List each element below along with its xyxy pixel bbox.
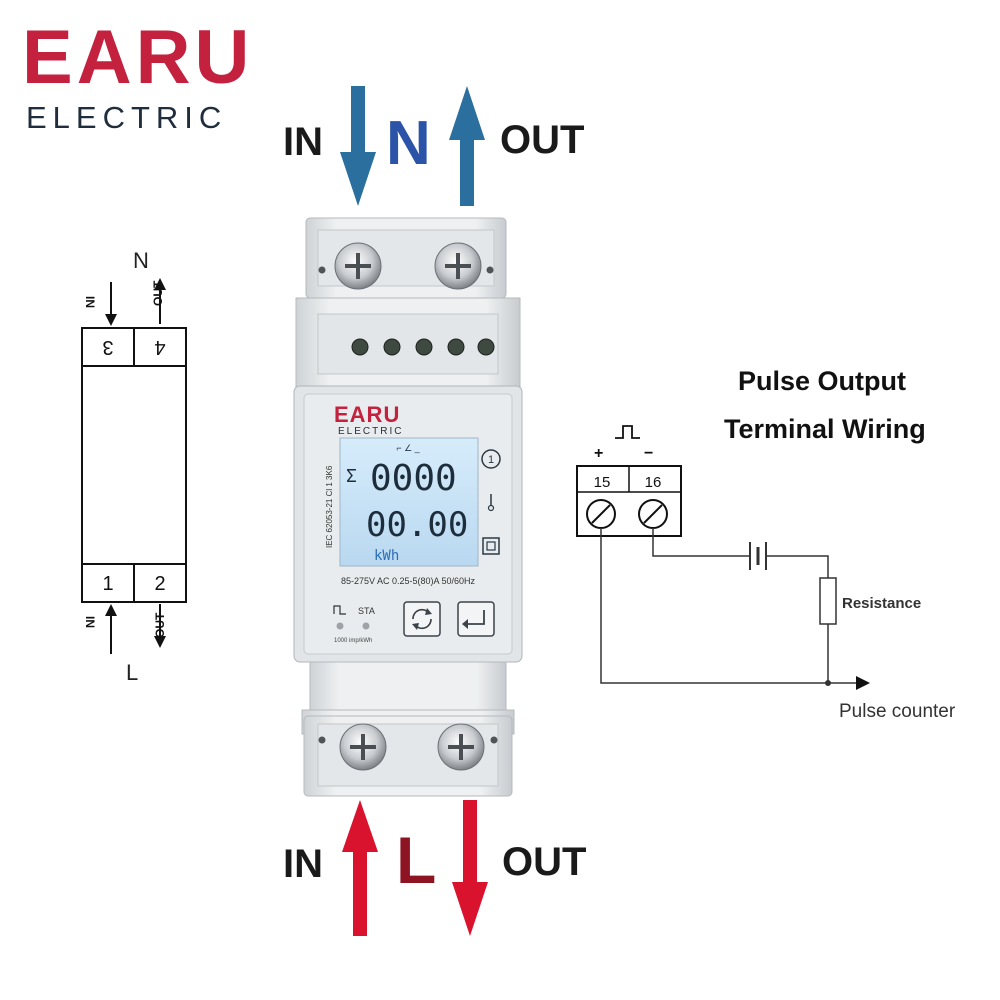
terminal-diagram: N IN OUT 3 4 1 2 IN OUT L [81, 248, 187, 685]
terminal-diagram-bottom-conductor: L [126, 660, 138, 685]
pulse-terminal-screws [351, 338, 495, 356]
terminal-diagram-n-in: IN [83, 296, 97, 308]
lcd-display: ⌐ ∠ _ Σ 0000 00.00 kWh [339, 437, 479, 567]
brand-logo: EARU ELECTRIC [22, 15, 272, 134]
enter-button[interactable] [457, 601, 495, 637]
plus-label: + [594, 445, 603, 462]
live-in-arrow [342, 800, 378, 936]
svg-text:⌐ ∠ _: ⌐ ∠ _ [396, 443, 420, 453]
live-out-label: OUT [502, 840, 587, 884]
lcd-sigma: Σ [346, 466, 357, 487]
terminal-1-label: 1 [102, 573, 113, 595]
meter-standard-text: IEC 62053-21 Cl 1 3K6 [325, 465, 334, 548]
phase-indicator-icon: 1 [481, 449, 501, 469]
pulse-counter-arrow [856, 676, 870, 690]
brand-subname: ELECTRIC [26, 100, 228, 135]
lcd-reading-top: 0000 [370, 458, 457, 499]
terminal-screw-4 [434, 242, 482, 290]
pulse-constant: 1000 imp/kWh [334, 638, 372, 644]
terminal-diagram-n-out: OUT [151, 280, 165, 306]
pulse-wiring-title-line1: Pulse Output [738, 366, 906, 396]
terminal-screw-1 [339, 723, 387, 771]
neutral-out-label: OUT [500, 118, 585, 162]
lcd-unit: kWh [374, 548, 399, 564]
resistor-icon [819, 577, 837, 625]
brand-name: EARU [22, 15, 254, 100]
terminal-screw-3 [334, 242, 382, 290]
live-in-label: IN [283, 842, 323, 886]
pulse-icon [333, 605, 346, 615]
terminal-screw-2 [437, 723, 485, 771]
meter-brand: EARU [334, 402, 400, 427]
pulse-wiring-diagram: + − 15 16 Resistance Pulse counter [576, 425, 956, 722]
cycle-button[interactable] [403, 601, 441, 637]
sta-led [362, 622, 370, 630]
live-conductor-label: L [396, 823, 437, 897]
temperature-icon [487, 494, 495, 512]
resistance-label: Resistance [842, 595, 921, 612]
pulse-symbol-icon [615, 425, 640, 439]
live-out-arrow [452, 800, 488, 936]
minus-label: − [644, 445, 653, 462]
meter-subbrand: ELECTRIC [338, 426, 403, 437]
sta-label: STA [358, 606, 375, 616]
neutral-in-label: IN [283, 120, 323, 164]
terminal-2-label: 2 [154, 573, 165, 595]
pulse-led [336, 622, 344, 630]
energy-meter: EARU ELECTRIC IEC 62053-21 Cl 1 3K6 ⌐ ∠ … [293, 217, 523, 797]
terminal-15-label: 15 [594, 474, 611, 491]
terminal-4-label: 4 [154, 336, 165, 358]
svg-text:1: 1 [488, 454, 494, 466]
terminal-diagram-l-out: OUT [153, 612, 167, 638]
terminal-3-label: 3 [102, 336, 113, 358]
neutral-out-arrow [449, 86, 485, 206]
terminal-diagram-l-in: IN [83, 616, 97, 628]
terminal-16-label: 16 [645, 474, 662, 491]
lcd-reading-bottom: 00.00 [366, 505, 468, 545]
terminal-diagram-top-conductor: N [133, 248, 149, 273]
terminal-16-screw [638, 499, 668, 529]
battery-icon [749, 542, 767, 570]
meter-rating: 85-275V AC 0.25-5(80)A 50/60Hz [341, 576, 476, 586]
terminal-15-screw [586, 499, 616, 529]
neutral-conductor-label: N [386, 109, 431, 178]
pulse-wiring-title-line2: Terminal Wiring [724, 414, 926, 444]
double-insulation-icon [482, 537, 500, 555]
pulse-counter-label: Pulse counter [839, 701, 956, 722]
neutral-in-arrow [340, 86, 376, 206]
